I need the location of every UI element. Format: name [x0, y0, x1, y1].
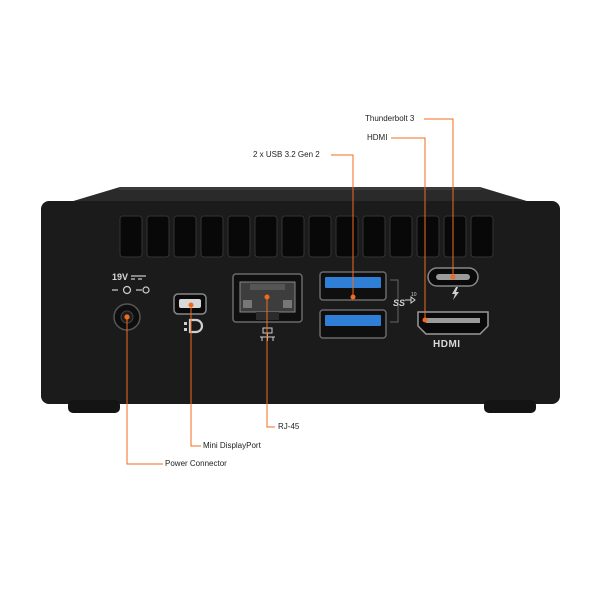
foot-right: [484, 400, 536, 413]
hdmi-port: [417, 311, 489, 335]
leader-thunderbolt: [424, 118, 454, 277]
callout-power: Power Connector: [165, 459, 227, 468]
callout-rj45: RJ-45: [278, 422, 300, 431]
hdmi-logo: HDMI: [433, 339, 461, 350]
foot-left: [68, 400, 120, 413]
callout-hdmi: HDMI: [367, 133, 388, 142]
leader-usb: [331, 154, 354, 297]
thunderbolt-bolt-icon: [452, 287, 459, 300]
leader-power: [126, 317, 163, 465]
usb-logo-text: SS: [393, 298, 405, 308]
usb-speed-text: 10: [411, 292, 417, 298]
usb-port-bottom: [319, 309, 387, 339]
chassis-top: [60, 187, 540, 205]
displayport-icon: [184, 318, 204, 334]
dc-polarity-icon: [112, 275, 150, 295]
voltage-label: 19V: [112, 272, 128, 282]
callout-mini-dp: Mini DisplayPort: [203, 441, 261, 450]
leader-dots: [124, 274, 456, 323]
leader-rj45: [266, 297, 275, 428]
leader-lines: [126, 118, 454, 465]
callout-thunderbolt: Thunderbolt 3: [365, 114, 415, 123]
leader-hdmi: [391, 137, 426, 320]
callout-usb: 2 x USB 3.2 Gen 2: [253, 150, 320, 159]
superspeed-usb-icon: SS 10: [393, 292, 417, 308]
leader-mini-dp: [190, 305, 201, 447]
